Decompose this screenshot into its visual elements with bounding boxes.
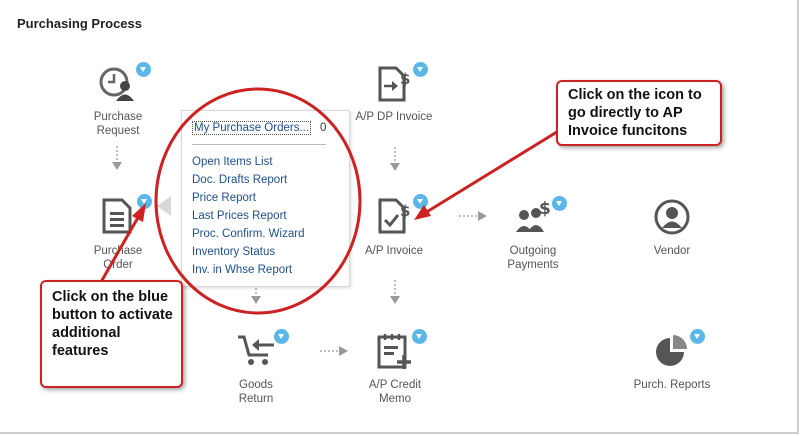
callout-blue-button-tip: Click on the blue button to activate add…: [40, 280, 183, 388]
purchase-request-label: Purchase Request: [93, 111, 143, 137]
menu-item-last-prices-report[interactable]: Last Prices Report: [192, 210, 287, 222]
purchase-order-popup-menu: My Purchase Orders... 0 Open Items List …: [181, 110, 350, 287]
my-purchase-orders-link[interactable]: My Purchase Orders...: [192, 121, 312, 135]
vendor-label: Vendor: [653, 245, 691, 257]
page-title: Purchasing Process: [17, 16, 142, 31]
popup-divider: [192, 144, 326, 145]
highlight-ellipse: [154, 87, 362, 315]
ap-dp-invoice-options-button[interactable]: [413, 62, 428, 77]
ap-dp-invoice-label: A/P DP Invoice: [355, 111, 433, 123]
ap-credit-memo-options-button[interactable]: [412, 329, 427, 344]
my-purchase-orders-count: 0: [320, 122, 327, 134]
outgoing-payments-options-button[interactable]: [552, 196, 567, 211]
svg-text:$: $: [400, 70, 410, 88]
goods-return-label: Goods Return: [238, 379, 274, 405]
svg-text:$: $: [539, 200, 551, 219]
pie-chart-icon[interactable]: [654, 334, 690, 370]
document-icon[interactable]: [102, 198, 132, 234]
purchase-request-options-button[interactable]: [136, 62, 151, 77]
menu-item-open-items-list[interactable]: Open Items List: [192, 156, 273, 168]
payment-people-icon[interactable]: $: [515, 199, 555, 232]
menu-item-price-report[interactable]: Price Report: [192, 192, 256, 204]
user-circle-icon[interactable]: [654, 199, 690, 235]
clock-user-icon[interactable]: [98, 66, 136, 102]
menu-item-proc-confirm-wizard[interactable]: Proc. Confirm. Wizard: [192, 228, 305, 240]
ap-invoice-label: A/P Invoice: [365, 245, 423, 257]
popup-pointer: [157, 196, 171, 216]
popup-menu-list: Open Items List Doc. Drafts Report Price…: [192, 153, 304, 279]
callout-icon-tip: Click on the icon to go directly to AP I…: [556, 80, 722, 146]
svg-text:$: $: [400, 202, 410, 220]
purch-reports-label: Purch. Reports: [633, 379, 711, 391]
credit-memo-icon[interactable]: [377, 333, 413, 369]
ap-credit-memo-label: A/P Credit Memo: [368, 379, 422, 405]
dollar-document-icon[interactable]: $: [378, 66, 414, 102]
popup-header: My Purchase Orders... 0: [192, 121, 326, 135]
invoice-icon[interactable]: $: [378, 198, 414, 234]
callout-arrow-invoice: [414, 125, 566, 220]
cart-return-icon[interactable]: [236, 333, 276, 367]
purch-reports-options-button[interactable]: [690, 329, 705, 344]
menu-item-inv-in-whse-report[interactable]: Inv. in Whse Report: [192, 264, 293, 276]
ap-invoice-options-button[interactable]: [413, 194, 428, 209]
outgoing-payments-label: Outgoing Payments: [507, 245, 559, 271]
menu-item-inventory-status[interactable]: Inventory Status: [192, 246, 276, 258]
menu-item-doc-drafts-report[interactable]: Doc. Drafts Report: [192, 174, 288, 186]
callout-arrow-blue-button: [99, 203, 146, 283]
goods-return-options-button[interactable]: [274, 329, 289, 344]
purchase-order-options-button[interactable]: [137, 194, 152, 209]
